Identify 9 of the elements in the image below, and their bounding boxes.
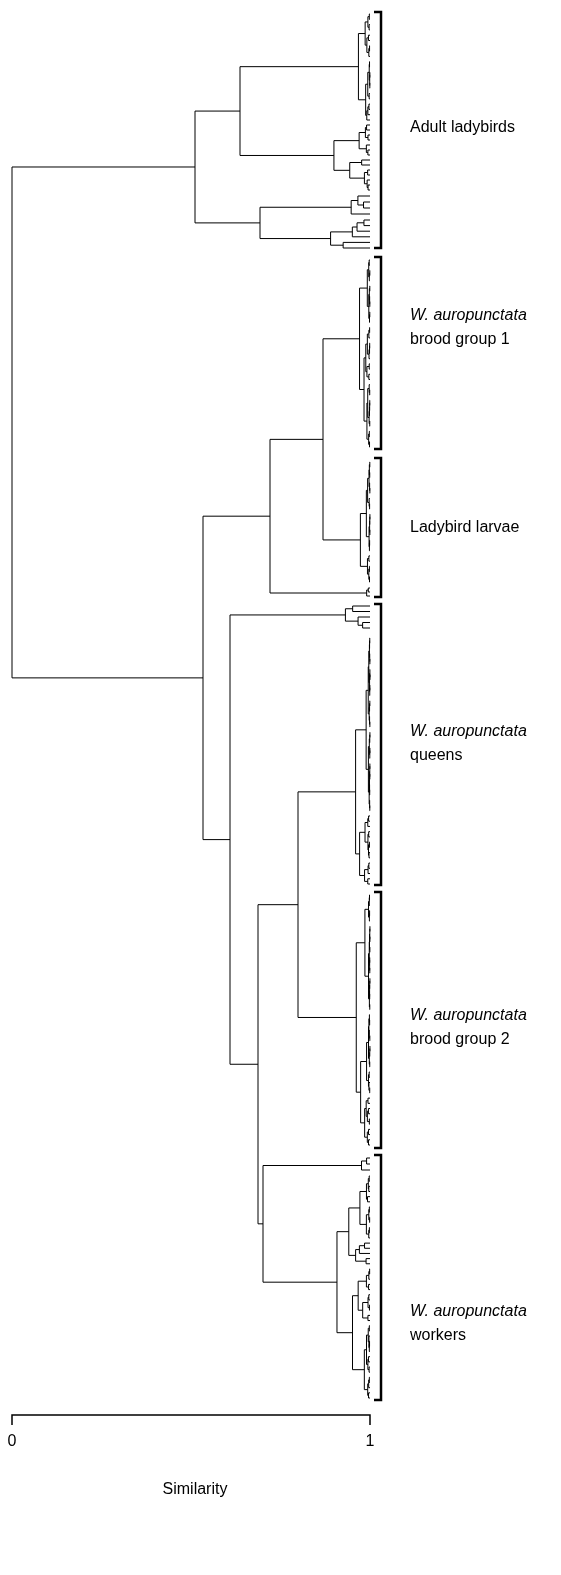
group-label: Adult ladybirds	[410, 117, 516, 137]
axis-label: Similarity	[162, 1479, 228, 1499]
axis-label: 1	[365, 1431, 375, 1451]
group-label: Ladybird larvae	[410, 517, 521, 537]
group-label: W. auropunctata brood group 1	[410, 305, 528, 349]
group-label: W. auropunctata queens	[410, 721, 528, 765]
axis-label: 0	[7, 1431, 17, 1451]
group-label: W. auropunctata brood group 2	[410, 1005, 528, 1049]
group-label: W. auropunctata workers	[410, 1301, 528, 1345]
